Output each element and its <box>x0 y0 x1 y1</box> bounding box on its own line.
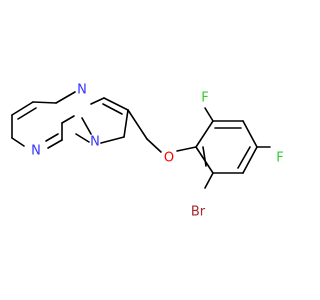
bond-ph-6b <box>202 146 207 167</box>
atom-br-ortho: Br <box>191 205 206 220</box>
bond-br <box>204 172 214 189</box>
bond-pyr-2b <box>17 107 37 120</box>
atom-labels: N N N O F F Br <box>31 83 284 220</box>
atom-n-bridge: N <box>77 83 87 98</box>
bond-pyr-4 <box>11 137 25 147</box>
molecule-structure: N N N O F F Br <box>11 83 284 220</box>
atom-n-imidazole: N <box>90 135 100 150</box>
bond-pyr-5 <box>47 139 63 149</box>
atom-f-ortho: F <box>201 91 208 106</box>
bond-f-ortho <box>204 107 214 122</box>
bond-pyr-8 <box>32 101 57 104</box>
bond-imid-3 <box>123 109 129 138</box>
bond-imid-5 <box>90 97 105 105</box>
bond-ph-1 <box>195 120 214 148</box>
atom-o-ether: O <box>164 151 174 166</box>
bond-pyr-5b <box>45 133 59 142</box>
bond-ch2-1 <box>127 109 148 140</box>
bond-imid-1 <box>81 117 92 135</box>
bonds <box>11 91 271 189</box>
bond-pyr-2 <box>11 101 34 116</box>
bond-pyr-1 <box>55 91 76 104</box>
bond-imid-6 <box>75 133 90 143</box>
atom-n-pyrimidine: N <box>31 144 41 159</box>
bond-ph-4b <box>237 146 251 169</box>
bond-pyr-7 <box>61 115 75 124</box>
bond-ph-4 <box>242 146 258 174</box>
bond-imid-4 <box>103 97 129 111</box>
bond-imid-4b <box>102 103 123 115</box>
bond-o-ph <box>176 146 197 152</box>
bond-ph-3 <box>242 120 258 148</box>
atom-f-para: F <box>276 151 283 166</box>
bond-ch2-2 <box>146 138 162 153</box>
bond-imid-2 <box>100 136 125 144</box>
